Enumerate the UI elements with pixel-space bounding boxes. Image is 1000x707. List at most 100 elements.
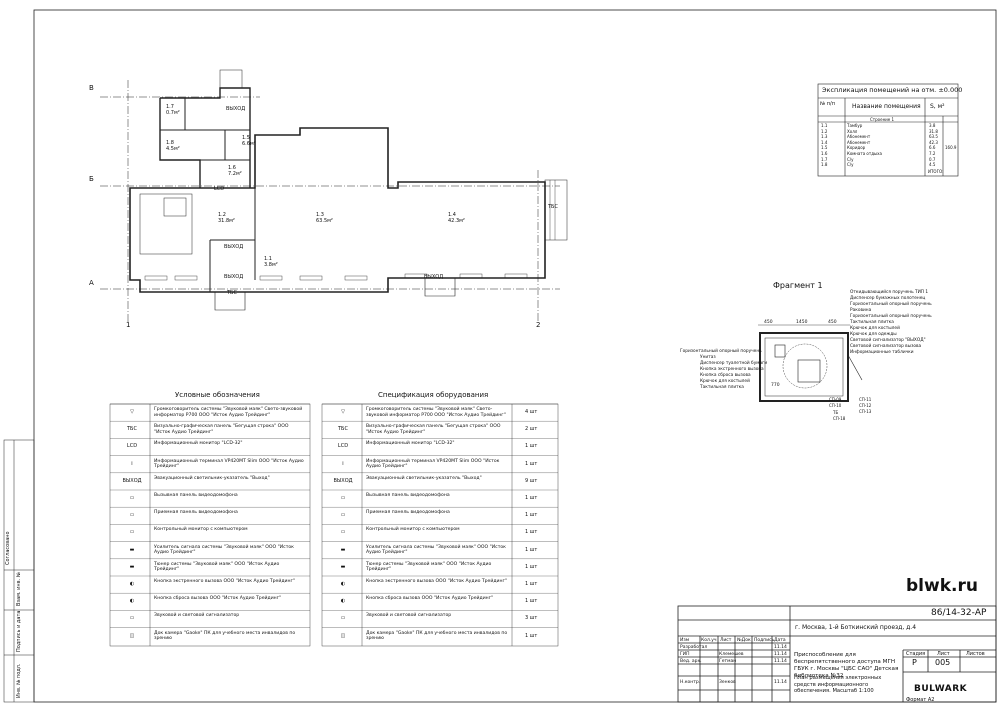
fragment-label: Тактильная плитка (700, 385, 744, 390)
spec-text: Информационный терминал VP420MT Slim ООО… (366, 458, 500, 470)
lcd-monitor: LCD (214, 186, 225, 192)
explication-col-name: Название помещения (852, 103, 921, 110)
grid-label-row-a: А (89, 279, 94, 287)
legend-symbol-icon: ТБС (127, 426, 137, 433)
title-block-date: 11.14 (774, 652, 787, 657)
tbs-panel: ТБС (227, 290, 237, 296)
stamp-signature-date: Подпись и дата (16, 610, 22, 652)
title-block-role: Вед. арх. (680, 659, 702, 664)
fragment-label: Горизонтальный опорный поручень (850, 314, 932, 319)
fragment-mark: СП-13 (859, 409, 872, 414)
spec-qty: 1 шт (525, 632, 538, 639)
spec-symbol-icon: ▭ (340, 512, 346, 519)
title-block-col: Изм (680, 638, 690, 643)
legend-symbol-icon: LCD (126, 443, 138, 450)
spec-qty: 1 шт (525, 546, 538, 553)
fragment-label: Световой сигнализатор "ВЫХОД" (850, 338, 926, 343)
legend-text: Визуально-графическая панель "Бегущая ст… (154, 424, 289, 435)
explication-cell-area: 4.5 (929, 162, 936, 168)
title-block-role: Н.контр. (680, 680, 701, 685)
fragment-mark: СП-18 (833, 416, 846, 421)
legend-text: Эвакуационный светильник-указатель "Выхо… (154, 475, 270, 481)
exit-sign: ВЫХОД (224, 244, 244, 250)
spec-symbol-icon: ▬ (340, 546, 346, 553)
legend-symbol-icon: ◐ (129, 598, 135, 605)
spec-text: Звуковой и световой сигнализатор (366, 613, 452, 619)
title-block-col: Кол.уч (701, 638, 717, 643)
fragment-label: Крючок для одежды (850, 332, 897, 337)
drawing-number: 86/14-32-АР (931, 608, 987, 618)
exit-sign: ВЫХОД (226, 106, 246, 112)
sheets-label: Листов (966, 651, 985, 657)
legend-text: Кнопка сброса вызова ООО "Исток Аудио Тр… (154, 596, 282, 602)
legend-text: Док камера "Gaoke" ПК для учебного места… (154, 630, 296, 642)
spec-symbol-icon: ◐ (340, 581, 346, 587)
stage-value: Р (912, 658, 917, 667)
legend-symbol-icon: ▬ (129, 563, 135, 570)
fragment-mark: СП-12 (859, 403, 872, 408)
exit-sign: ВЫХОД (224, 274, 244, 280)
explication-cell-num: 1.3 (821, 134, 828, 140)
fragment-label: Крючок для костылей (850, 326, 900, 331)
sheet-label: Лист (937, 651, 950, 657)
spec-text: Приемная панель видеодомофона (366, 510, 450, 516)
legend-symbol-icon: ▬ (129, 546, 135, 553)
spec-text: Усилитель сигнала системы "Звуковой маяк… (366, 544, 506, 556)
legend-text: Усилитель сигнала системы "Звуковой маяк… (154, 544, 294, 556)
title-block-name: Клемешев (719, 652, 744, 657)
spec-symbol-icon: ВЫХОД (333, 477, 353, 484)
spec-text: Тюнер системы "Звуковой маяк" ООО "Исток… (366, 561, 492, 573)
explication-cell-name: Коридор (847, 145, 866, 151)
legend-symbol-icon: ▽ (130, 409, 134, 415)
legend-symbol-icon: ▭ (129, 615, 135, 622)
fragment-dim: 1450 (796, 320, 808, 325)
legend-text: Вызывная панель видеодомофона (154, 493, 238, 498)
spec-symbol-icon: ТБС (338, 426, 348, 433)
spec-title: Спецификация оборудования (378, 391, 489, 399)
spec-qty: 2 шт (525, 426, 538, 433)
fragment-title: Фрагмент 1 (773, 281, 823, 290)
stage-label: Стадия (906, 651, 926, 657)
title-block-date: 11.14 (774, 645, 787, 650)
fragment-label: Информационные таблички (850, 350, 914, 355)
spec-qty: 1 шт (525, 443, 538, 450)
fragment-label: Кнопка сброса вызова (700, 373, 751, 378)
explication-title: Экспликация помещений на отм. ±0.000 (822, 86, 963, 94)
explication-cell-area: 7.2 (929, 151, 936, 156)
explication-cell-name: Комната отдыха (847, 151, 882, 156)
legend-text: Звуковой и световой сигнализатор (154, 613, 240, 619)
spec-text: Визуально-графическая панель "Бегущая ст… (366, 424, 501, 435)
title-block-role: ГИП (680, 652, 690, 657)
fragment-label: Горизонтальный опорный поручень (680, 349, 762, 354)
explication-cell-name: Холл (847, 128, 858, 134)
sheet-value: 005 (935, 658, 951, 667)
explication-cell-num: 1.4 (821, 139, 828, 145)
legend-title: Условные обозначения (175, 391, 260, 399)
legend-text: Громкоговоритель системы "Звуковой маяк"… (154, 407, 303, 418)
tbs-panel: ТБС (548, 204, 558, 210)
spec-symbol-icon: ▬ (340, 563, 346, 570)
fragment-label: Откидывающийся поручень ТИП 1 (850, 290, 929, 295)
spec-symbol-icon: ◫ (340, 632, 346, 639)
title-block-col: №Док (737, 638, 751, 643)
spec-qty: 4 шт (525, 409, 538, 415)
explication-cell-num: 1.2 (821, 128, 828, 134)
explication-cell-name: Тамбур (847, 123, 863, 128)
explication-col-num: № п/п (820, 101, 836, 107)
explication-col-area: S, м² (930, 103, 945, 110)
spec-qty: 9 шт (525, 477, 538, 484)
spec-text: Эвакуационный светильник-указатель "Выхо… (366, 475, 482, 481)
spec-text: Информационный монитор "LCD-32" (366, 441, 455, 447)
watermark: blwk.ru (906, 576, 978, 596)
spec-qty: 1 шт (525, 495, 538, 501)
legend-text: Контрольный монитор с компьютером (154, 527, 248, 533)
fragment-label: Кнопка экстренного вызова (700, 367, 764, 372)
title-block-col: Дата (774, 638, 786, 643)
spec-text: Кнопка экстренного вызова ООО "Исток Ауд… (366, 579, 508, 584)
explication-cell-area: 63.5 (929, 134, 938, 140)
spec-text: Вызывная панель видеодомофона (366, 493, 450, 498)
